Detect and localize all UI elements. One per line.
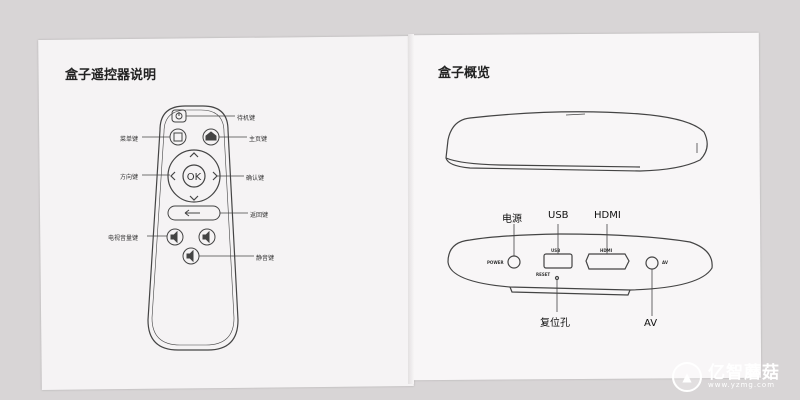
menu-button-icon: [169, 128, 187, 146]
right-page-title: 盒子概览: [438, 66, 491, 81]
box-back-view: [447, 233, 713, 296]
power-button-icon: [171, 109, 187, 123]
label-tv-volume-key: 电视音量键: [108, 235, 139, 242]
label-mute-key: 静音键: [256, 255, 275, 262]
port-mark-hdmi: HDMI: [600, 248, 613, 253]
label-confirm-key: 确认键: [246, 175, 265, 182]
mute-button-icon: [182, 247, 200, 265]
callout-av: AV: [644, 318, 658, 329]
port-mark-power: POWER: [487, 260, 504, 265]
left-page-title: 盒子遥控器说明: [65, 68, 157, 83]
callout-hdmi: HDMI: [594, 210, 621, 221]
callout-usb: USB: [548, 210, 569, 221]
label-menu-key: 菜单键: [120, 136, 139, 143]
label-home-key: 主页键: [249, 136, 268, 143]
label-direction-key: 方向键: [120, 174, 139, 181]
port-mark-av: AV: [662, 260, 668, 265]
volume-down-icon: [166, 228, 184, 246]
volume-up-icon: [198, 228, 216, 246]
watermark-name: 亿智蘑菇: [708, 363, 780, 383]
label-back-key: 返回键: [250, 212, 269, 219]
label-standby-key: 待机键: [237, 115, 256, 122]
remote-control: [147, 105, 239, 351]
callout-power: 电源: [502, 214, 522, 225]
home-button-icon: [202, 128, 220, 146]
port-mark-usb: USB: [551, 248, 561, 253]
watermark: ▲ 亿智蘑菇 www.yzmg.com: [672, 362, 780, 392]
callout-reset-hole: 复位孔: [540, 318, 570, 329]
remote-callout-lines: [142, 115, 254, 257]
mushroom-logo-icon: ▲: [672, 362, 702, 392]
watermark-url: www.yzmg.com: [708, 381, 776, 389]
back-button-icon: [167, 205, 221, 221]
box-callout-lines: [513, 224, 653, 316]
port-mark-reset: RESET: [536, 272, 551, 277]
book-spine: [408, 34, 414, 384]
box-top-view: [445, 111, 708, 172]
ok-button-label: OK: [187, 172, 202, 183]
